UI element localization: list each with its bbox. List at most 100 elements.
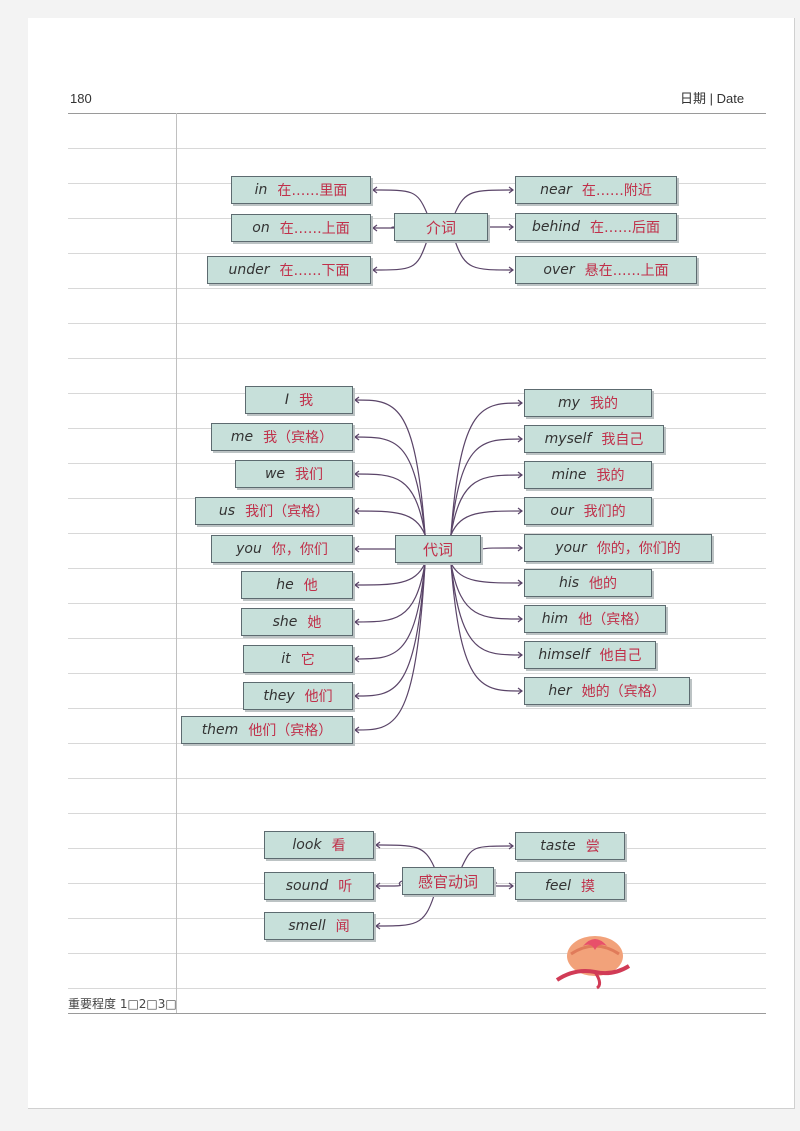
word-zh: 我的 xyxy=(596,468,625,484)
word-zh: 你，你们 xyxy=(271,542,328,558)
connector-line xyxy=(372,240,428,271)
sense-box-look: look 看 xyxy=(264,831,374,859)
word-zh: 我们（宾格） xyxy=(245,504,330,520)
ruled-line xyxy=(68,813,766,814)
word-en: him xyxy=(541,611,569,627)
word-en: we xyxy=(264,466,286,482)
connector-line xyxy=(461,845,514,868)
ruled-line xyxy=(68,918,766,919)
word-zh: 我们 xyxy=(295,467,324,483)
center-label: 感官动词 xyxy=(417,872,478,891)
word-zh: 在……后面 xyxy=(590,220,661,236)
arrowhead xyxy=(354,726,360,734)
connector-line xyxy=(450,562,523,584)
arrowhead xyxy=(372,186,378,194)
ruled-line xyxy=(68,1013,766,1014)
arrowhead xyxy=(517,435,523,443)
word-en: taste xyxy=(540,838,576,854)
arrowhead xyxy=(517,471,523,479)
connector-line xyxy=(375,894,435,927)
word-en: he xyxy=(276,577,294,593)
word-zh: 在……上面 xyxy=(279,221,350,237)
ruled-line xyxy=(68,148,766,149)
center-box-sense-verbs: 感官动词 xyxy=(402,867,494,895)
connector-line xyxy=(450,562,523,656)
word-zh: 她 xyxy=(307,615,322,631)
word-zh: 你的，你们的 xyxy=(596,541,681,557)
ruled-line xyxy=(68,288,766,289)
ruled-line xyxy=(68,533,766,534)
word-zh: 看 xyxy=(331,838,346,854)
word-en: her xyxy=(548,683,572,699)
word-zh: 她的（宾格） xyxy=(581,684,666,700)
arrowhead xyxy=(372,266,378,274)
ruled-line xyxy=(68,603,766,604)
connector-line xyxy=(354,562,426,586)
word-en: near xyxy=(540,182,572,198)
arrowhead xyxy=(517,544,523,552)
word-en: behind xyxy=(531,219,581,235)
connector-line xyxy=(372,226,396,229)
arrowhead xyxy=(508,842,514,850)
ruled-line xyxy=(68,778,766,779)
prep-box-behind: behind 在……后面 xyxy=(515,213,677,241)
word-zh: 我 xyxy=(299,393,314,409)
ruled-line xyxy=(68,953,766,954)
connector-line xyxy=(354,562,426,697)
center-box-pronouns: 代词 xyxy=(395,535,481,563)
pron-box-we: we 我们 xyxy=(235,460,353,488)
connector-line xyxy=(450,510,523,536)
ruled-line xyxy=(68,253,766,254)
arrowhead xyxy=(375,882,381,890)
arrowhead xyxy=(517,507,523,515)
date-label: 日期 | Date xyxy=(680,91,745,106)
word-en: look xyxy=(292,837,322,853)
ruled-line xyxy=(68,358,766,359)
word-zh: 我的 xyxy=(589,396,618,412)
ruled-line xyxy=(68,498,766,499)
center-box-prepositions: 介词 xyxy=(394,213,488,241)
arrowhead xyxy=(508,882,514,890)
prep-box-under: under 在……下面 xyxy=(207,256,371,284)
ruled-line xyxy=(68,638,766,639)
connector-line xyxy=(480,547,523,550)
margin-line xyxy=(176,113,177,1013)
ruled-line xyxy=(68,988,766,989)
arrowhead xyxy=(508,223,514,231)
word-en: sound xyxy=(285,878,329,894)
connector-line xyxy=(450,402,523,536)
ruled-line xyxy=(68,673,766,674)
ruled-line xyxy=(68,708,766,709)
word-zh: 他自己 xyxy=(599,648,642,664)
word-en: us xyxy=(218,503,236,519)
word-zh: 悬在……上面 xyxy=(584,263,669,279)
arrowhead xyxy=(517,615,523,623)
word-zh: 他的 xyxy=(589,576,618,592)
ruled-line xyxy=(68,393,766,394)
word-en: under xyxy=(228,262,270,278)
word-en: myself xyxy=(544,431,592,447)
connector-line xyxy=(450,438,523,536)
word-en: himself xyxy=(538,647,590,663)
arrowhead xyxy=(354,507,360,515)
peach-bun-icon xyxy=(555,936,631,990)
word-zh: 他们 xyxy=(304,689,333,705)
word-zh: 在……下面 xyxy=(279,263,350,279)
